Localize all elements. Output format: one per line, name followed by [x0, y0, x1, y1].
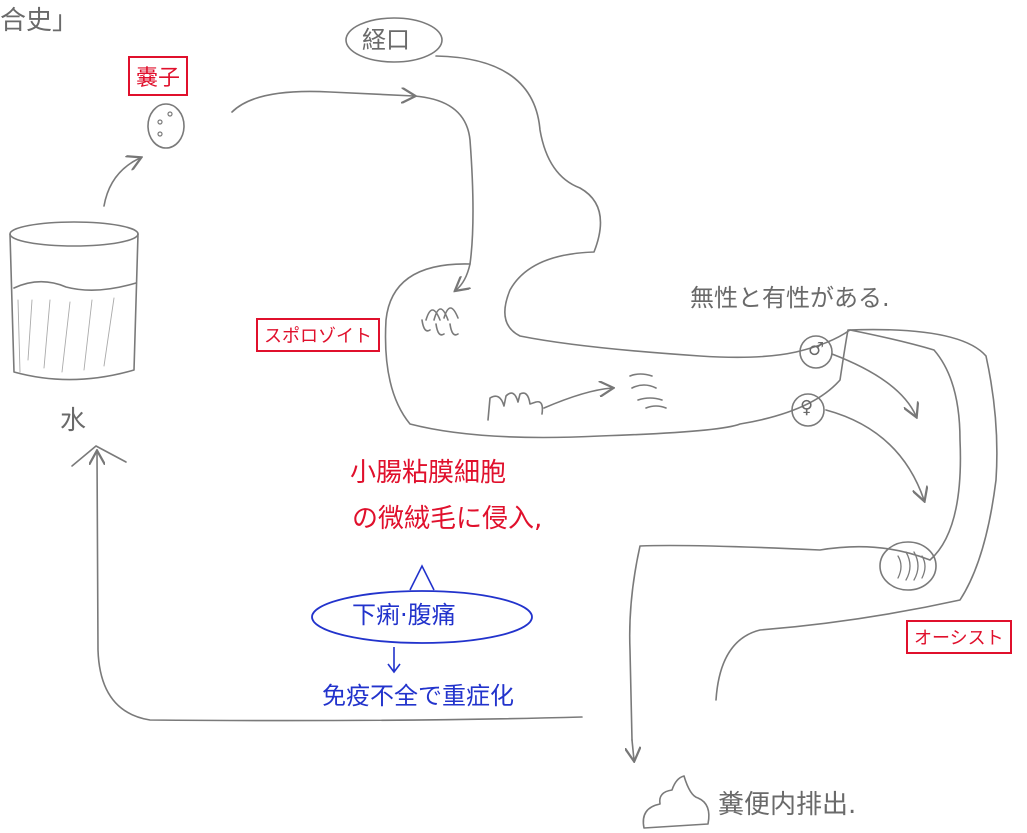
male-symbol: ♂	[808, 339, 825, 360]
intestine-outer-wall	[384, 95, 998, 701]
invasion-note-line1: 小腸粘膜細胞	[350, 458, 507, 488]
oocyst-label: 嚢子	[128, 56, 189, 96]
oocyst-drawing	[147, 103, 185, 149]
oocyst2-label: オーシスト	[906, 620, 1012, 654]
oral-ellipse	[345, 17, 443, 63]
symptoms-label: 下痢·腹痛	[352, 601, 456, 629]
oocyst-to-mouth-arrow	[231, 91, 414, 113]
sexual-asexual-note: 無性と有性がある.	[690, 284, 890, 312]
excretion-label: 糞便内排出.	[718, 790, 857, 820]
return-to-water-arrow	[97, 452, 583, 722]
water-cup	[9, 221, 139, 381]
female-circle	[791, 393, 825, 427]
page-title: 合史」	[0, 6, 79, 36]
severity-note: 免疫不全で重症化	[322, 682, 514, 710]
oral-label: 経口	[362, 26, 410, 54]
male-circle	[799, 335, 833, 369]
female-symbol: ♀	[800, 397, 814, 418]
water-label: 水	[60, 406, 87, 436]
villi-drawing	[487, 392, 544, 421]
gut-oocyst-drawing	[879, 541, 937, 591]
feces-drawing	[642, 775, 710, 829]
merozoite-drawing	[629, 373, 667, 409]
sporozoite-label: スポロゾイト	[256, 318, 380, 352]
invasion-note-line2: の微絨毛に侵入,	[352, 504, 543, 534]
cup-to-oocyst-arrow	[103, 158, 140, 207]
symptoms-ellipse	[311, 590, 533, 644]
intestine-inner-wall	[435, 55, 962, 741]
sporozoite-drawing	[421, 307, 459, 336]
